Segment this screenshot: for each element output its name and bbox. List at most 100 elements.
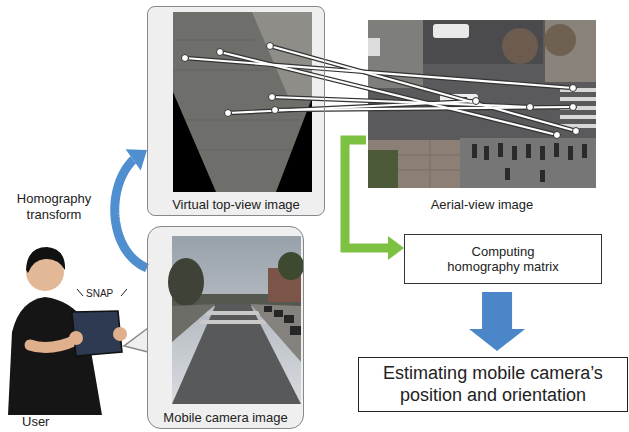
- edge-label: Homography transform: [8, 191, 100, 224]
- node-text: Aerial-view image: [431, 197, 534, 212]
- aerial-photo-part-part: [568, 146, 573, 160]
- aerial-photo-part: [560, 97, 596, 101]
- camera-photo-part-part: [274, 310, 283, 317]
- process-box: Computing homography matrix: [404, 234, 602, 284]
- user-figure-part: [26, 247, 65, 273]
- node-text: Computing homography matrix: [438, 244, 568, 275]
- match-lines-part-part: [570, 85, 577, 92]
- aerial-photo-part: [544, 24, 576, 56]
- user-figure: [8, 247, 127, 415]
- match-lines-part-part: [272, 107, 279, 114]
- arrow-head: [126, 149, 147, 170]
- figure-caption: User: [22, 414, 49, 429]
- match-lines-part-part: [185, 58, 573, 88]
- match-lines-part: [185, 46, 576, 135]
- arrow-head: [469, 329, 525, 351]
- arrow-head: [388, 236, 404, 260]
- aerial-photo-part: [560, 115, 596, 119]
- match-lines-part-part: [573, 128, 580, 135]
- match-lines: [182, 43, 580, 139]
- speech-tail-part: [124, 328, 149, 352]
- match-lines-part: [182, 43, 580, 139]
- aerial-photo-part: [398, 170, 460, 171]
- aerial-photo-part: [502, 28, 538, 64]
- camera-photo-part-part: [264, 306, 272, 312]
- connector: [469, 292, 525, 351]
- match-lines-part-part: [473, 98, 480, 105]
- node-text: Virtual top-view image: [172, 197, 300, 212]
- connector-line: [345, 140, 388, 248]
- aerial-photo-part-part: [582, 144, 587, 158]
- camera-photo-part: [278, 252, 304, 280]
- user-figure-part: [113, 327, 127, 341]
- aerial-photo-part-part: [512, 146, 517, 160]
- aerial-photo-part: [368, 140, 460, 188]
- match-lines-part-part: [220, 52, 557, 135]
- aerial-photo-part-part: [505, 168, 510, 180]
- match-lines-part-part: [185, 58, 573, 88]
- match-lines-part-part: [220, 52, 557, 135]
- aerial-photo-part-part: [554, 143, 559, 157]
- aerial-photo-part: [398, 155, 460, 156]
- speech-bubble: Mobile camera image: [147, 226, 304, 429]
- connector: [115, 149, 147, 268]
- aerial-photo-part-part: [526, 144, 531, 158]
- node-text: Estimating mobile camera’s position and …: [366, 363, 620, 405]
- match-lines-part-part: [225, 110, 232, 117]
- aerial-photo-part: [368, 150, 398, 188]
- connector: [345, 140, 404, 260]
- camera-photo-part: [199, 320, 267, 324]
- aerial-photo-part-part: [540, 170, 545, 182]
- speech-tail-part: [124, 328, 148, 352]
- image-panel: Aerial-view image: [366, 18, 598, 214]
- aerial-photo-part-part: [472, 144, 477, 158]
- aerial-photo-part: [430, 140, 431, 188]
- camera-photo-part: [172, 304, 301, 404]
- match-lines-part-part: [217, 49, 224, 56]
- top-view-photo-part: [173, 70, 270, 71]
- match-lines-part: [185, 46, 576, 135]
- connector-line: [115, 160, 147, 268]
- user-figure-part: [30, 340, 76, 348]
- aerial-photo-part-part: [498, 143, 503, 157]
- top-view-photo-part: [173, 92, 216, 192]
- match-lines-part-part: [270, 46, 576, 131]
- image-panel: Virtual top-view image: [147, 6, 325, 216]
- connector-line: [482, 292, 512, 329]
- match-lines-part-part: [527, 104, 534, 111]
- top-view-photo-part: [173, 12, 312, 192]
- match-lines-part-part: [267, 43, 274, 50]
- match-lines-part-part: [570, 104, 577, 111]
- match-lines-part-part: [269, 94, 276, 101]
- top-view-photo-part: [173, 40, 255, 41]
- top-view-photo-part: [173, 120, 300, 121]
- camera-photo-part-part: [284, 315, 294, 323]
- aerial-photo-part: [472, 143, 587, 182]
- camera-photo-part-part: [290, 326, 301, 335]
- top-view-photo: [173, 12, 312, 192]
- match-lines-part-part: [228, 101, 476, 113]
- result-box: Estimating mobile camera’s position and …: [358, 357, 628, 412]
- panel-ground: [147, 226, 304, 429]
- aerial-photo-part: [545, 20, 596, 82]
- node-text: Mobile camera image: [163, 410, 287, 425]
- aerial-photo-part: [423, 20, 543, 64]
- aerial-photo-part-part: [484, 146, 489, 160]
- user-figure-part: [121, 289, 127, 296]
- match-lines-part-part: [554, 132, 561, 139]
- camera-photo: [168, 236, 304, 404]
- match-lines-part-part: [270, 46, 576, 131]
- camera-photo-part: [264, 306, 301, 335]
- camera-photo-part: [168, 258, 204, 306]
- aerial-photo-part: [368, 38, 380, 56]
- aerial-photo-part: [433, 24, 469, 38]
- sound-label: SNAP: [86, 288, 113, 299]
- camera-photo-part: [205, 311, 260, 315]
- aerial-photo-part-part: [540, 146, 545, 160]
- aerial-photo-part: [460, 138, 596, 188]
- match-lines-part-part: [182, 55, 189, 62]
- user-figure-part: [77, 289, 83, 296]
- user-figure-part: [69, 331, 83, 345]
- speech-tail: [124, 328, 149, 352]
